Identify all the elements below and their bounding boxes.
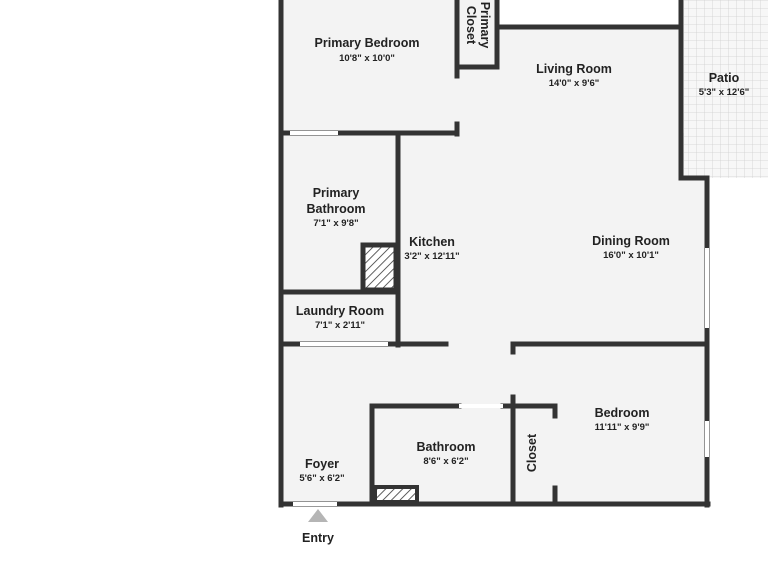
window-primary-bedroom	[290, 131, 338, 135]
shaft-primary-bath	[360, 242, 399, 293]
floor-dining-kitchen	[398, 133, 707, 345]
foyer-label: Foyer	[305, 457, 339, 471]
primary-closet-label-line1: Primary	[478, 2, 492, 49]
floor-fills	[281, 0, 707, 504]
foyer-dims: 5'6" x 6'2"	[299, 473, 344, 484]
laundry-room-label: Laundry Room	[296, 304, 384, 318]
walls	[278, 0, 711, 508]
bedroom-label: Bedroom	[595, 406, 650, 420]
floor-foyer-hall	[281, 345, 513, 504]
window-bedroom-east	[705, 421, 709, 457]
primary-closet-label: Primary Closet	[464, 2, 492, 49]
windows	[290, 131, 709, 506]
bathroom-dims: 8'6" x 6'2"	[423, 456, 468, 467]
room-labels: Primary Bedroom 10'8" x 10'0" Primary Cl…	[296, 2, 749, 484]
patio-area	[684, 0, 768, 178]
kitchen-dims: 3'2" x 12'11"	[404, 251, 459, 262]
floor-bedroom	[513, 345, 707, 504]
primary-bedroom-dims: 10'8" x 10'0"	[339, 53, 395, 64]
primary-bedroom-label: Primary Bedroom	[315, 36, 420, 50]
bedroom-dims: 11'11" x 9'9"	[595, 422, 650, 433]
closet-label: Closet	[525, 433, 539, 472]
window-entry	[293, 502, 337, 506]
entry-label: Entry	[302, 531, 334, 545]
dining-room-dims: 16'0" x 10'1"	[603, 250, 659, 261]
floor-primary-bedroom	[281, 0, 457, 133]
window-laundry	[300, 342, 388, 346]
window-dining-east	[705, 248, 709, 328]
shaft-bathroom	[373, 485, 419, 504]
shafts	[360, 242, 419, 504]
patio-dims: 5'3" x 12'6"	[699, 87, 750, 98]
living-room-label: Living Room	[536, 62, 612, 76]
dining-room-label: Dining Room	[592, 234, 670, 248]
laundry-room-dims: 7'1" x 2'11"	[315, 320, 365, 331]
floor-laundry-room	[281, 292, 398, 345]
primary-bathroom-dims: 7'1" x 9'8"	[313, 218, 358, 229]
living-room-dims: 14'0" x 9'6"	[549, 78, 600, 89]
entry-arrow-icon	[308, 509, 328, 522]
patio-label: Patio	[709, 71, 740, 85]
bathroom-label: Bathroom	[416, 440, 475, 454]
primary-bathroom-label-line2: Bathroom	[306, 202, 365, 216]
entry-marker: Entry	[302, 509, 334, 545]
primary-closet-label-line2: Closet	[464, 6, 478, 45]
opening-bathroom	[459, 404, 503, 408]
floor-living-room	[457, 27, 681, 137]
primary-bathroom-label-line1: Primary	[313, 186, 360, 200]
kitchen-label: Kitchen	[409, 235, 455, 249]
